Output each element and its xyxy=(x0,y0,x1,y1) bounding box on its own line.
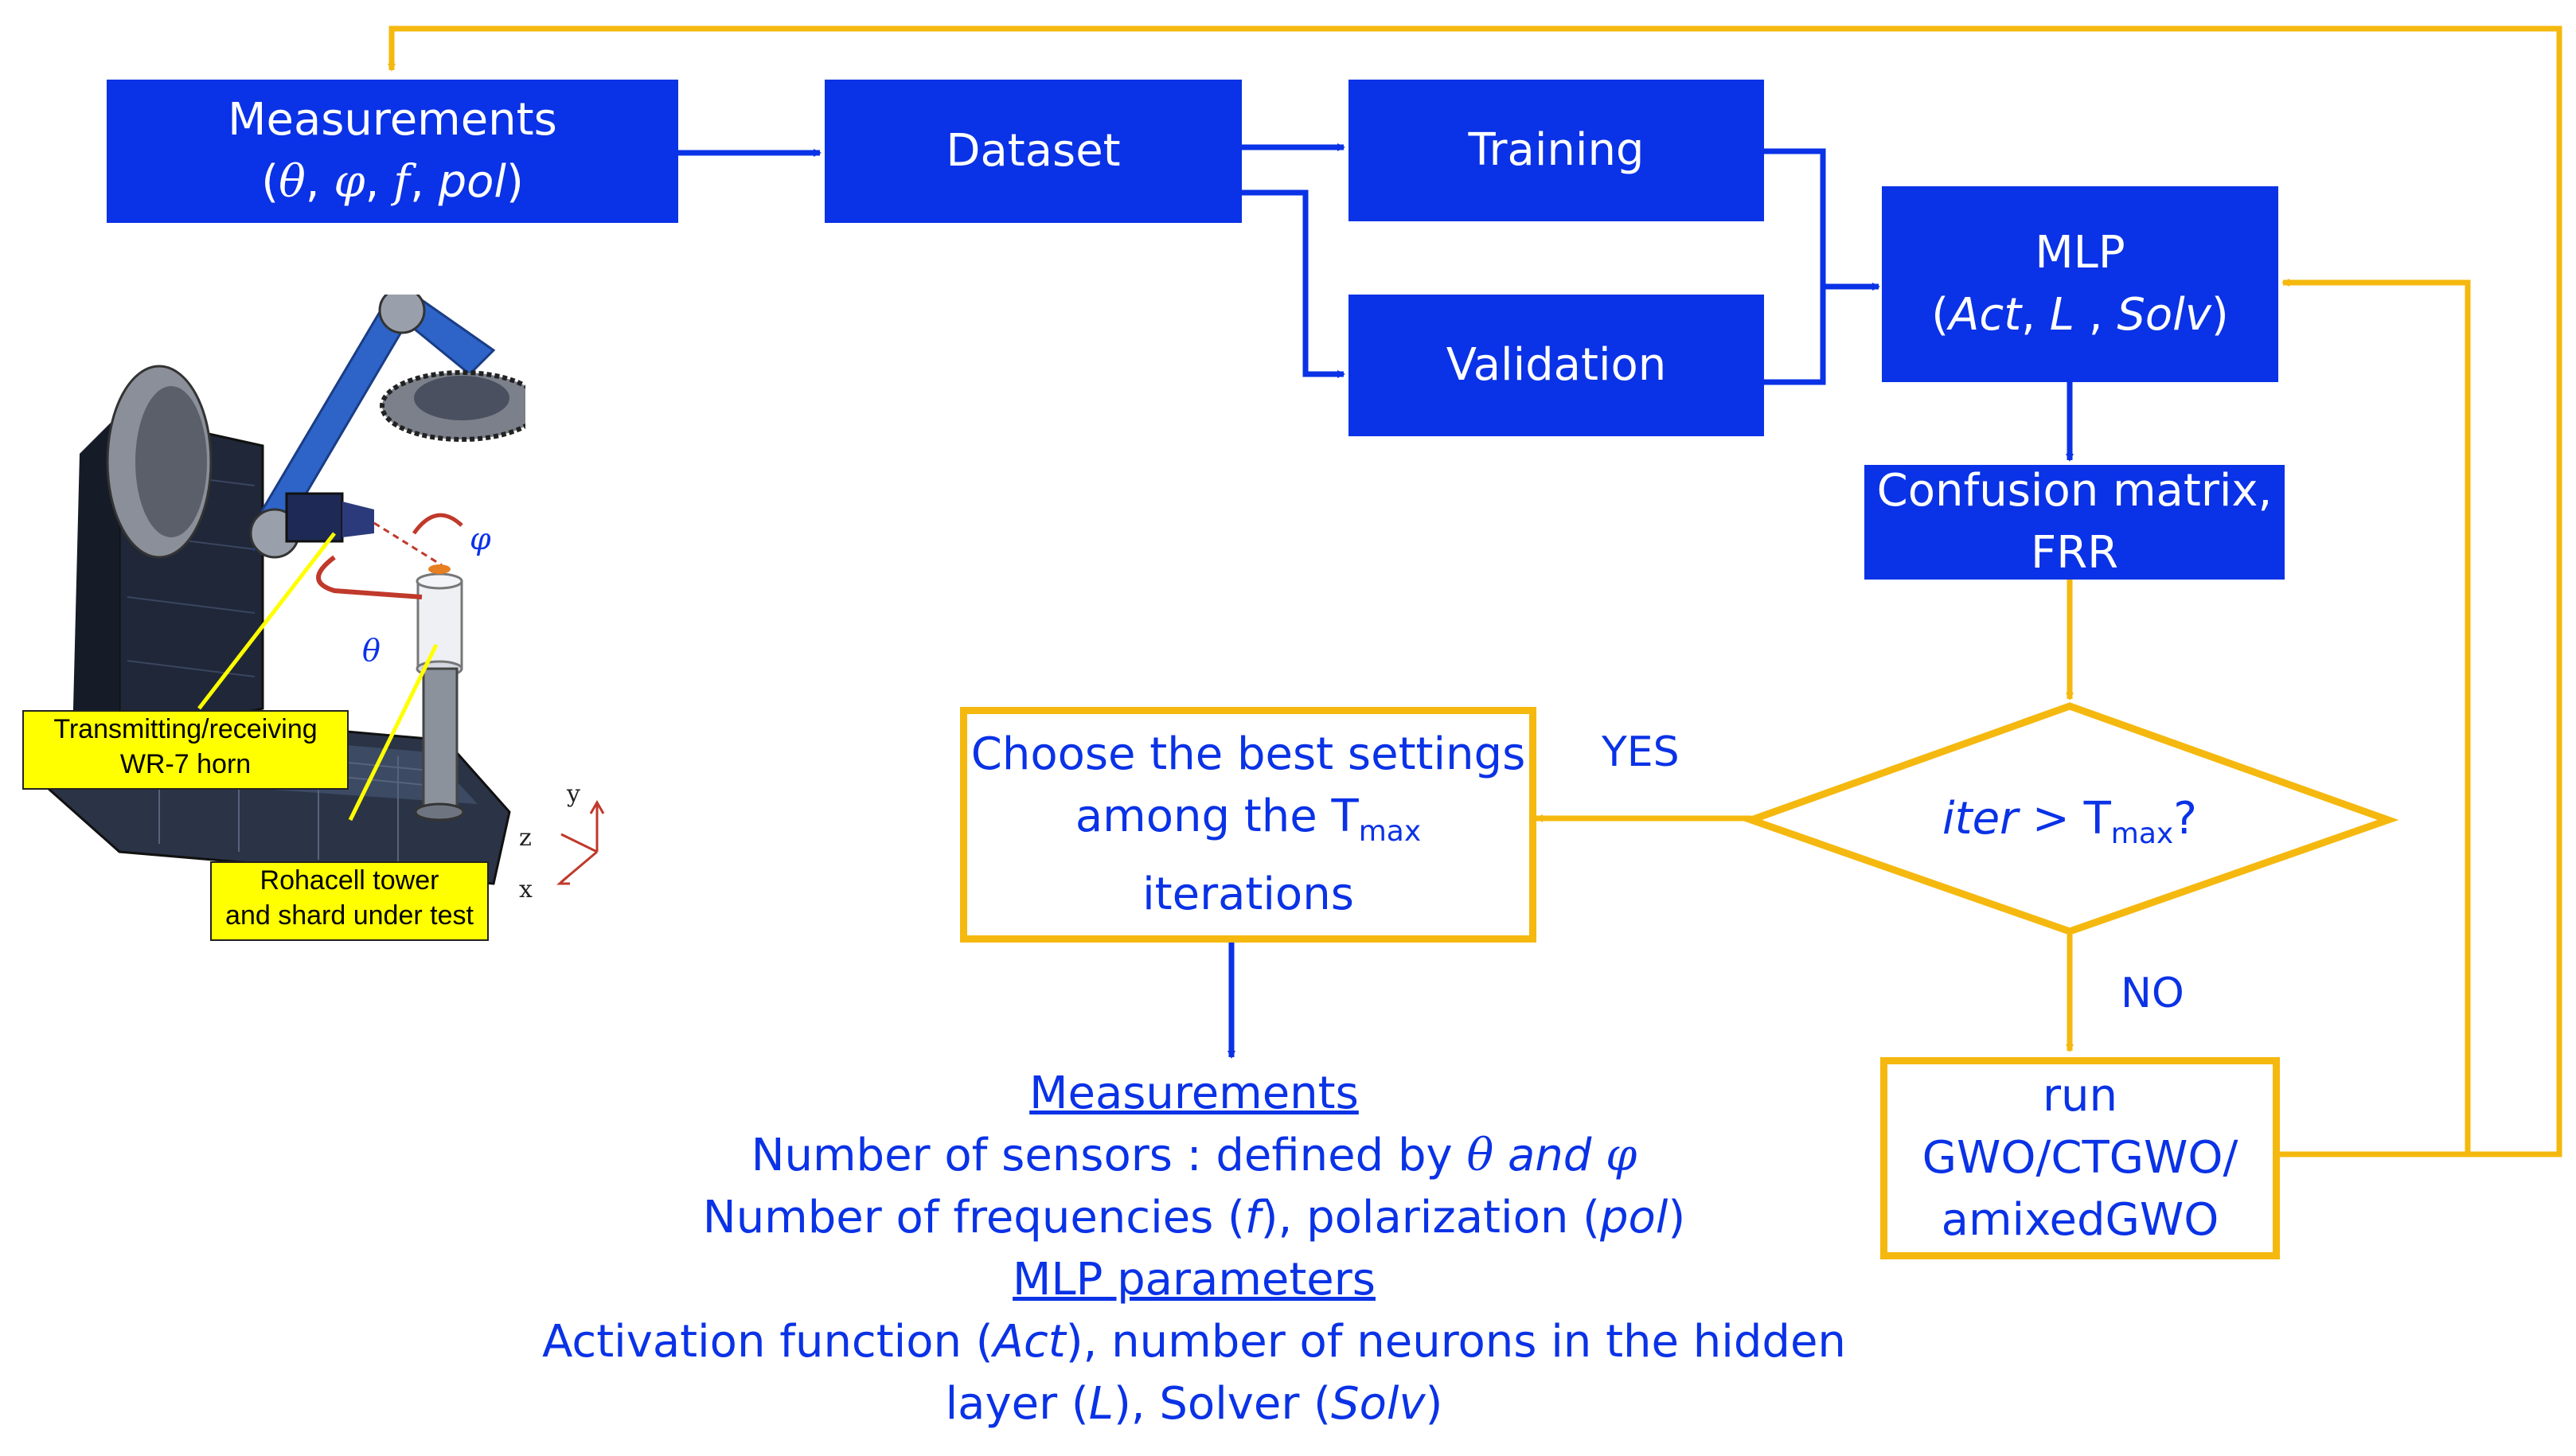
layer-line: layer (L), Solver (Solv) xyxy=(945,1378,1443,1430)
coordinate-axes xyxy=(556,799,605,885)
yes-label: YES xyxy=(1602,728,1680,776)
axis-y-label: y xyxy=(567,780,580,808)
run-line1: run xyxy=(2042,1070,2117,1122)
theta-symbol: θ xyxy=(362,633,381,668)
no-label: NO xyxy=(2121,970,2184,1017)
measurements-box: Measurements (θ, φ, f, pol) xyxy=(107,80,678,223)
choose-line2: among the Tmax xyxy=(1075,790,1422,849)
measurements-title: Measurements xyxy=(228,94,557,146)
measurements-params: (θ, φ, f, pol) xyxy=(261,156,524,208)
activation-line: Activation function (Act), number of neu… xyxy=(542,1316,1846,1368)
line-training-merge xyxy=(1764,148,1826,385)
training-box: Training xyxy=(1348,80,1764,221)
mlp-title: MLP xyxy=(2035,227,2125,279)
run-line2: GWO/CTGWO/ xyxy=(1922,1132,2238,1184)
tower-label: Rohacell tower and shard under test xyxy=(210,861,489,941)
dataset-box: Dataset xyxy=(825,80,1242,223)
choose-best-box: Choose the best settings among the Tmax … xyxy=(960,707,1536,943)
axis-x-label: x xyxy=(519,876,533,904)
training-label: Training xyxy=(1468,124,1645,176)
confusion-line2: FRR xyxy=(2030,527,2119,579)
phi-symbol: φ xyxy=(470,521,491,556)
arrow-dataset-validation xyxy=(1242,189,1345,378)
mlp-parameters-heading: MLP parameters xyxy=(1013,1254,1376,1306)
decision-diamond-shape xyxy=(1740,702,2399,935)
validation-label: Validation xyxy=(1446,339,1667,391)
run-gwo-box: run GWO/CTGWO/ amixedGWO xyxy=(1880,1057,2280,1259)
decision-text: iter > Tmax? xyxy=(1942,793,2197,851)
frequencies-line: Number of frequencies (f), polarization … xyxy=(702,1192,1686,1243)
choose-line3: iterations xyxy=(1142,868,1354,920)
sensors-line: Number of sensors : defined by θ and φ xyxy=(751,1130,1637,1181)
arrow-run-mlp xyxy=(2278,279,2471,1157)
bottom-description: Measurements Number of sensors : defined… xyxy=(478,1063,1911,1435)
mlp-box: MLP (Act, L , Solv) xyxy=(1882,186,2278,382)
horn-label: Transmitting/receiving WR-7 horn xyxy=(22,710,349,790)
measurements-heading: Measurements xyxy=(1029,1068,1359,1119)
confusion-line1: Confusion matrix, xyxy=(1876,465,2273,517)
validation-box: Validation xyxy=(1348,295,1764,436)
mlp-params: (Act, L , Solv) xyxy=(1931,289,2229,341)
run-line3: amixedGWO xyxy=(1941,1194,2219,1246)
dataset-label: Dataset xyxy=(946,125,1121,177)
confusion-matrix-box: Confusion matrix, FRR xyxy=(1864,465,2285,580)
arrow-feedback-measurements xyxy=(388,25,2562,1157)
choose-line1: Choose the best settings xyxy=(970,728,1526,781)
axis-z-label: z xyxy=(519,824,532,852)
